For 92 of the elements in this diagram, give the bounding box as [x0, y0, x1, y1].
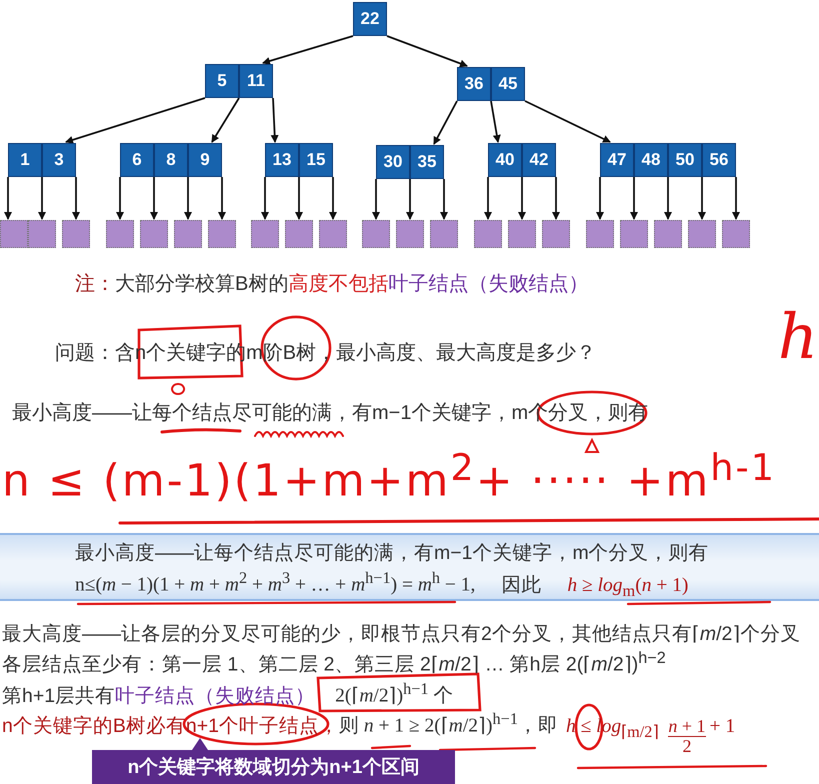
leaf-node-box [106, 220, 134, 248]
arrow [552, 177, 560, 220]
leaf-node-box [722, 220, 750, 248]
key-cell: 1 [8, 143, 42, 177]
key-cell: 22 [353, 2, 387, 36]
key-cell: 50 [668, 143, 702, 177]
arrow [116, 177, 124, 220]
arrow [698, 177, 706, 220]
handwritten-formula: n ≤ (m-1)(1+m+m$^{2}$+ ····· +m$^{h-1}$ [2, 446, 776, 507]
text-line: n个关键字的B树必有n+1个叶子结点， [2, 714, 339, 738]
leaf-node-box [508, 220, 536, 248]
arrow [329, 177, 337, 220]
arrow [270, 98, 279, 143]
arrow [518, 177, 526, 220]
arrow [484, 177, 492, 220]
key-cell: 9 [188, 143, 222, 177]
callout-box [92, 738, 455, 784]
key-cell: 45 [491, 67, 525, 101]
leaf-node-box [251, 220, 279, 248]
arrow [386, 35, 468, 68]
fraction-denominator: 2 [682, 737, 692, 758]
arrow [372, 179, 380, 220]
leaf-node-box [474, 220, 502, 248]
arrow [295, 177, 303, 220]
arrow [150, 177, 158, 220]
key-cell: 11 [239, 64, 273, 98]
key-cell: 3 [42, 143, 76, 177]
handwritten-text: h [778, 300, 818, 373]
leaf-node-box [620, 220, 648, 248]
arrow [664, 177, 672, 220]
text-line: 最小高度——让每个结点尽可能的满，有m−1个关键字，m个分叉，则有 [75, 541, 709, 566]
text-line: 因此 [501, 572, 542, 598]
arrow [211, 98, 240, 143]
leaf-node-box [285, 220, 313, 248]
arrow [630, 177, 638, 220]
text-line: 高度不包括 [288, 272, 388, 297]
key-cell: 30 [376, 145, 410, 179]
leaf-node-box [688, 220, 716, 248]
key-cell: 56 [702, 143, 736, 177]
text-line: 各层结点至少有：第一层 1、第二层 2、第三层 2⌈m/2⌉ … 第h层 2(⌈m/2⌉)$^{h−2}$ [2, 649, 666, 678]
leaf-node-box [362, 220, 390, 248]
arrow [65, 97, 206, 144]
arrow [596, 177, 604, 220]
formula: 则 n + 1 ≥ 2(⌈m/2⌉)$^{h−1}$，即 [338, 710, 558, 738]
arrow [38, 177, 46, 220]
key-cell: 15 [299, 143, 333, 177]
arrow [4, 177, 12, 220]
formula: h ≥ log$_{m}$(n + 1) [567, 574, 688, 600]
arrow [72, 177, 80, 220]
leaf-node-box [542, 220, 570, 248]
arrow [218, 177, 226, 220]
arrow [440, 179, 448, 220]
key-cell: 36 [457, 67, 491, 101]
key-cell: 6 [120, 143, 154, 177]
leaf-node-box [62, 220, 90, 248]
formula: n≤(m − 1)(1 + m + m$^{2}$ + m$^{3}$ + … + m$^{h−1}$) = m$^{h}$ − 1, [75, 569, 476, 596]
leaf-node-box [430, 220, 458, 248]
key-cell: 8 [154, 143, 188, 177]
arrow [732, 177, 740, 220]
key-cell: 47 [600, 143, 634, 177]
key-cell: 5 [205, 64, 239, 98]
key-cell: 48 [634, 143, 668, 177]
key-cell: 42 [522, 143, 556, 177]
key-cell: 40 [488, 143, 522, 177]
leaf-node-box [319, 220, 347, 248]
leaf-node-box [0, 220, 28, 248]
arrow [524, 100, 611, 143]
leaf-node-box [586, 220, 614, 248]
key-cell: 13 [265, 143, 299, 177]
leaf-node-box [208, 220, 236, 248]
formula: + 1 [710, 716, 736, 738]
leaf-node-box [654, 220, 682, 248]
arrow [261, 177, 269, 220]
text-line: 叶子结点（失败结点） [115, 684, 316, 708]
leaf-node-box [140, 220, 168, 248]
text-line: 最大高度——让各层的分叉尽可能的少，即根节点只有2个分叉，其他结点只有⌈m/2⌉个分叉 [2, 622, 800, 647]
arrow [490, 100, 501, 143]
text-line: 叶子结点（失败结点） [388, 272, 588, 297]
text-line: 大部分学校算B树的 [115, 272, 288, 297]
arrow [433, 100, 458, 145]
leaf-node-box [396, 220, 424, 248]
key-cell: 35 [410, 145, 444, 179]
formula: 2(⌈m/2⌉)$^{h−1}$ 个 [335, 680, 454, 708]
text-line: 注： [75, 272, 115, 297]
arrow [262, 35, 354, 65]
callout-text: n个关键字将数域切分为n+1个区间 [126, 756, 420, 780]
fraction-numerator: n + 1 [668, 716, 706, 736]
arrow [184, 177, 192, 220]
leaf-node-box [28, 220, 56, 248]
arrow [406, 179, 414, 220]
leaf-node-box [174, 220, 202, 248]
text-line: 第h+1层共有 [2, 684, 116, 708]
